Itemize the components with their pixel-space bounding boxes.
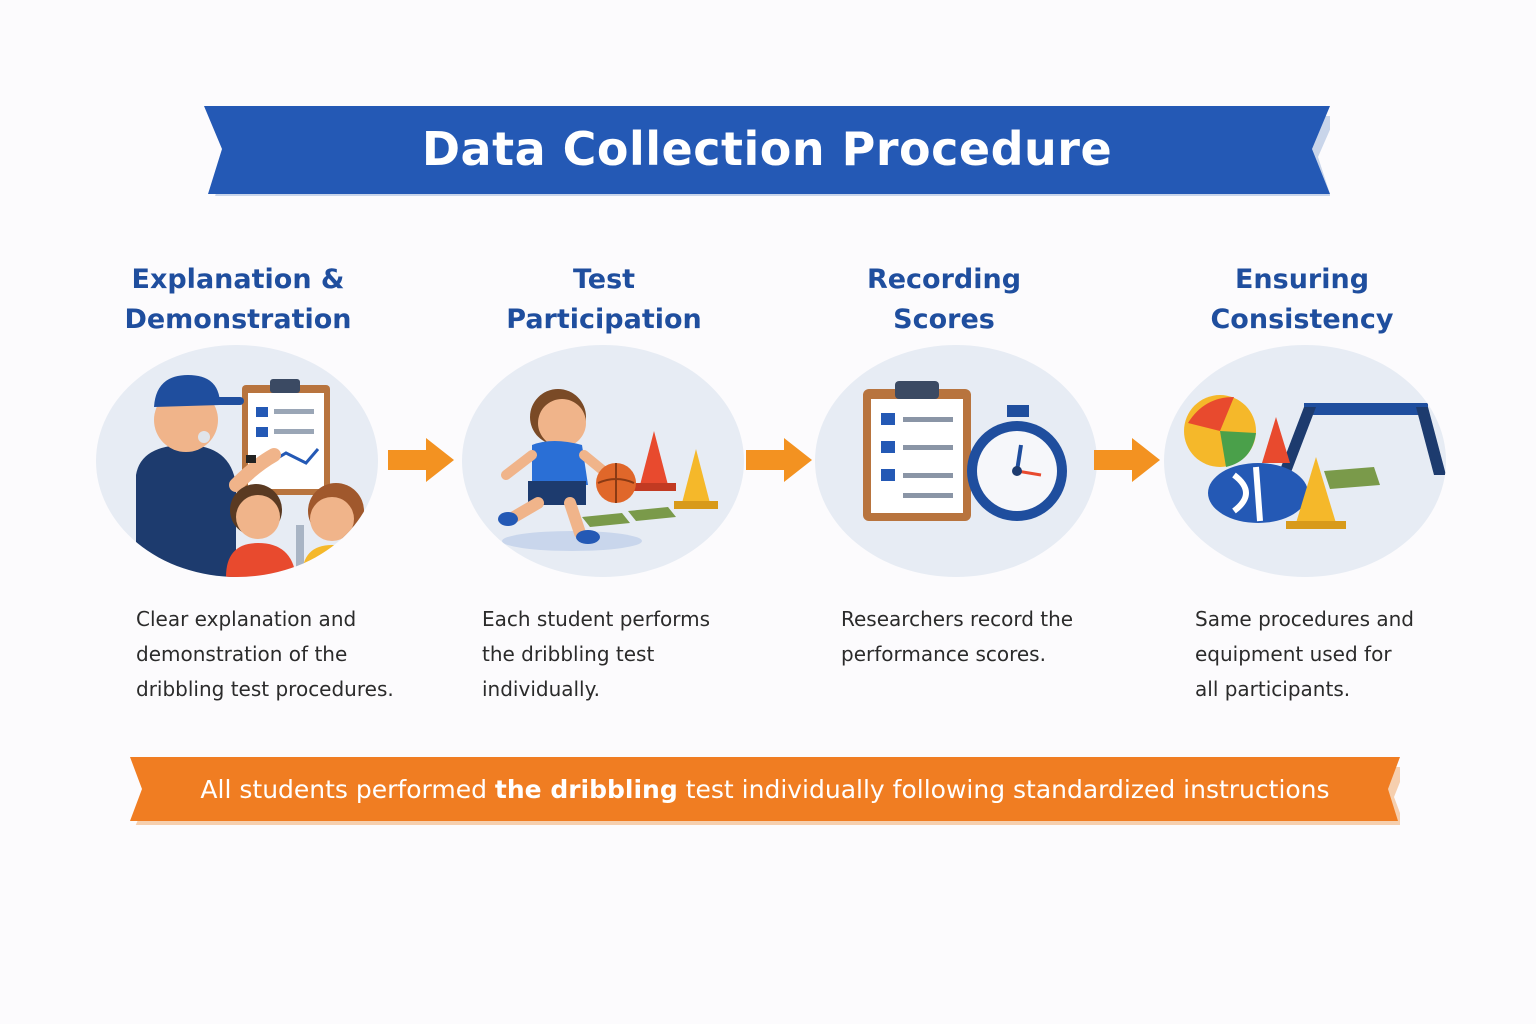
footer-text-part1: All students performed: [200, 774, 495, 804]
title-banner: Data Collection Procedure: [204, 106, 1330, 196]
step-1-title-line2: Demonstration: [124, 304, 352, 335]
equipment-icon: [1164, 345, 1446, 577]
clipboard-stopwatch-icon: [815, 345, 1097, 577]
step-3-title-line2: Scores: [893, 304, 995, 335]
step-1-description: Clear explanation and demonstration of t…: [136, 602, 416, 707]
step-4-title: Ensuring Consistency: [1152, 260, 1452, 340]
page-title: Data Collection Procedure: [421, 122, 1113, 176]
step-2-desc-line2: the dribbling test: [482, 642, 655, 666]
step-4-desc-line1: Same procedures and: [1195, 607, 1414, 631]
title-ribbon-shape: [204, 106, 1330, 196]
step-3-title-line1: Recording: [866, 264, 1022, 295]
step-3-desc-line1: Researchers record the: [841, 607, 1074, 631]
step-4-title-line1: Ensuring: [1234, 264, 1370, 295]
footer-ribbon-shape: [130, 757, 1400, 825]
footer-text-bold: the dribbling: [494, 774, 678, 804]
step-2-title-line2: Participation: [506, 304, 702, 335]
step-3-desc-line2: performance scores.: [841, 642, 1046, 666]
step-2-title-line1: Test: [572, 264, 636, 295]
step-4-desc-line3: all participants.: [1195, 677, 1351, 701]
step-3-description: Researchers record the performance score…: [841, 602, 1121, 672]
step-1-desc-line3: dribbling test procedures.: [136, 677, 394, 701]
step-2-desc-line1: Each student performs: [482, 607, 711, 631]
step-1-title: Explanation & Demonstration: [88, 260, 388, 340]
arrow-right-icon: [746, 438, 812, 486]
footer-text: All students performed the dribbling tes…: [130, 757, 1400, 821]
footer-banner: All students performed the dribbling tes…: [130, 757, 1400, 825]
step-3-title: Recording Scores: [794, 260, 1094, 340]
step-4-desc-line2: equipment used for: [1195, 642, 1392, 666]
dribbling-child-icon: [462, 345, 744, 577]
coach-whistle-icon: [96, 345, 378, 577]
arrow-right-icon: [1094, 438, 1160, 486]
step-1-desc-line1: Clear explanation and: [136, 607, 357, 631]
step-4-title-line2: Consistency: [1210, 304, 1394, 335]
arrow-right-icon: [388, 438, 454, 486]
step-2-description: Each student performs the dribbling test…: [482, 602, 762, 707]
step-1-desc-line2: demonstration of the: [136, 642, 348, 666]
step-4-description: Same procedures and equipment used for a…: [1195, 602, 1475, 707]
footer-text-part2: test individually following standardized…: [677, 774, 1330, 804]
step-2-desc-line3: individually.: [482, 677, 600, 701]
step-2-title: Test Participation: [454, 260, 754, 340]
step-1-title-line1: Explanation &: [131, 264, 345, 295]
